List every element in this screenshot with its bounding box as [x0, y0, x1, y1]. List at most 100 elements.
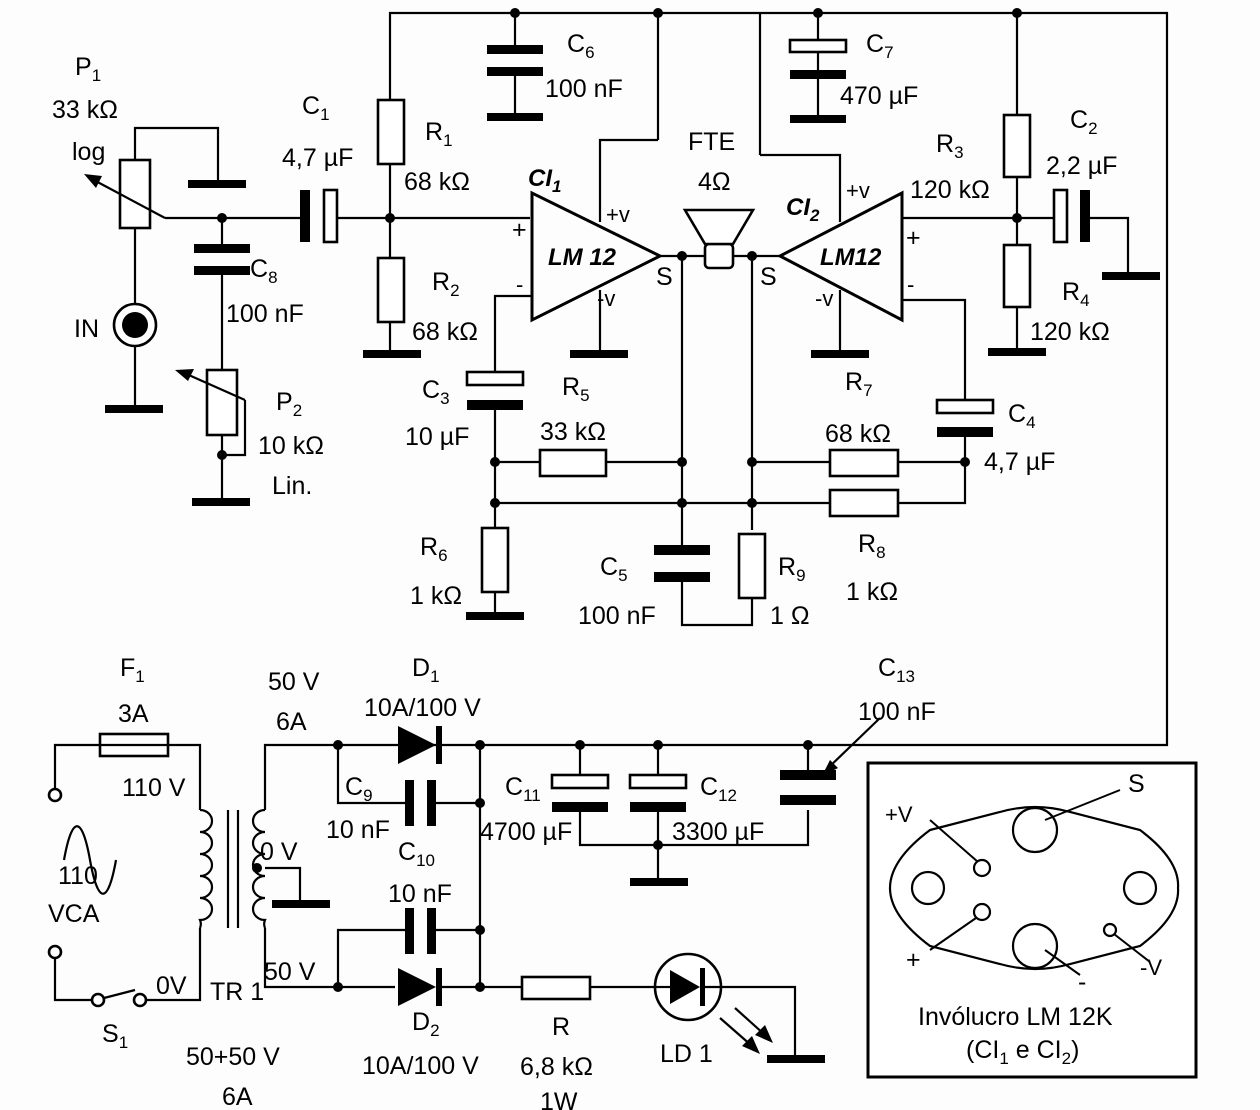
c7-name: C7 [866, 30, 894, 62]
c13-name: C13 [878, 654, 915, 686]
secondary-top-voltage: 50 V [268, 668, 320, 696]
package-pin-minus-v: -V [1140, 955, 1162, 980]
p2-value: 10 kΩ [258, 432, 324, 460]
package-inset [866, 761, 1198, 1079]
r5-name: R5 [562, 373, 590, 405]
c3-name: C3 [422, 376, 450, 408]
c13-value: 100 nF [858, 698, 936, 726]
primary-0v: 0V [156, 972, 187, 1000]
resistor-r [520, 975, 655, 1001]
capacitor-c8 [194, 218, 250, 370]
ci2-minus-v: -v [815, 286, 833, 311]
d1-value: 10A/100 V [364, 694, 481, 722]
potentiometer-p2 [175, 368, 250, 506]
ci1-plus-input: + [512, 216, 527, 244]
r2-value: 68 kΩ [412, 318, 478, 346]
r9-value: 1 Ω [770, 602, 810, 630]
switch-s1 [53, 928, 202, 1008]
resistor-r2 [363, 218, 421, 358]
capacitor-c4 [935, 398, 995, 462]
p2-name: P2 [276, 388, 302, 420]
capacitor-c5 [654, 545, 754, 627]
ci2-minus-input: - [907, 272, 914, 297]
diode-d1 [398, 726, 442, 764]
p2-taper: Lin. [272, 472, 312, 500]
package-pin-s: S [1128, 770, 1145, 798]
c5-value: 100 nF [578, 602, 656, 630]
c9-name: C9 [345, 773, 373, 805]
mains-110: 110 [58, 862, 98, 890]
capacitor-c10 [336, 908, 480, 987]
c3-value: 10 µF [405, 423, 469, 451]
c1-value: 4,7 µF [282, 144, 353, 172]
tr1-rating: 50+50 V [186, 1043, 280, 1071]
d2-name: D2 [412, 1008, 440, 1040]
c12-name: C12 [700, 773, 737, 805]
c8-value: 100 nF [226, 300, 304, 328]
package-title-line1: Invólucro LM 12K [918, 1003, 1113, 1031]
d1-name: D1 [412, 654, 440, 686]
ac-sine-icon [62, 825, 118, 895]
d2-value: 10A/100 V [362, 1052, 479, 1080]
r6-value: 1 kΩ [410, 582, 462, 610]
ci2-plus-input: + [906, 224, 921, 252]
r9-name: R9 [778, 553, 806, 585]
resistor-r1 [376, 98, 406, 166]
resistor-r3 [1002, 113, 1032, 245]
resistor-r5 [495, 448, 682, 478]
capacitor-c1 [300, 188, 530, 244]
c2-name: C2 [1070, 106, 1098, 138]
p1-name: P1 [75, 53, 101, 85]
r1-name: R1 [425, 118, 453, 150]
speaker-fte [660, 208, 780, 545]
c9-value: 10 nF [326, 816, 390, 844]
resistor-r9 [737, 532, 767, 600]
tr1-current: 6A [222, 1083, 253, 1110]
c11-value: 4700 µF [480, 818, 572, 846]
transformer-tr1 [198, 743, 480, 989]
ld1-label: LD 1 [660, 1040, 713, 1068]
fte-name: FTE [688, 128, 735, 156]
ci1-name: CI1 [528, 165, 561, 196]
input-jack [105, 302, 163, 413]
fte-value: 4Ω [698, 168, 731, 196]
r2-name: R2 [432, 268, 460, 300]
c6-name: C6 [567, 30, 595, 62]
capacitor-c13 [780, 717, 881, 805]
r1-value: 68 kΩ [404, 168, 470, 196]
r6-name: R6 [420, 533, 448, 565]
mains-vca: VCA [48, 900, 100, 928]
ci1-plus-v: +v [606, 202, 630, 227]
r8-name: R8 [858, 530, 886, 562]
c4-name: C4 [1008, 400, 1036, 432]
c7-value: 470 µF [840, 82, 918, 110]
package-pin-plus-v: +V [885, 802, 913, 827]
resistor-r8 [828, 462, 967, 518]
ci1-minus-v: -v [597, 286, 615, 311]
tr1-label: TR 1 [210, 978, 264, 1006]
c11-name: C11 [505, 773, 541, 805]
input-label: IN [74, 315, 99, 343]
capacitor-c11 [550, 745, 810, 847]
ci2-part: LM12 [820, 244, 882, 271]
ci1-part: LM 12 [548, 244, 617, 271]
capacitor-c2 [1052, 188, 1160, 280]
r7-value: 68 kΩ [825, 420, 891, 448]
c10-name: C10 [398, 838, 435, 870]
primary-110v: 110 V [122, 774, 186, 802]
potentiometer-p1 [84, 126, 246, 310]
secondary-bottom-voltage: 50 V [264, 958, 316, 986]
c2-value: 2,2 µF [1046, 152, 1117, 180]
c1-name: C1 [302, 92, 330, 124]
ci1-output-s: S [656, 263, 673, 291]
r7-name: R7 [845, 368, 873, 400]
ci1-minus-input: - [516, 272, 523, 297]
c10-value: 10 nF [388, 880, 452, 908]
capacitor-c6 [487, 45, 543, 121]
capacitor-c7 [788, 38, 848, 123]
resistor-r4 [988, 243, 1046, 356]
package-pin-minus: - [1078, 968, 1086, 996]
r5-value: 33 kΩ [540, 418, 606, 446]
c6-value: 100 nF [545, 75, 623, 103]
